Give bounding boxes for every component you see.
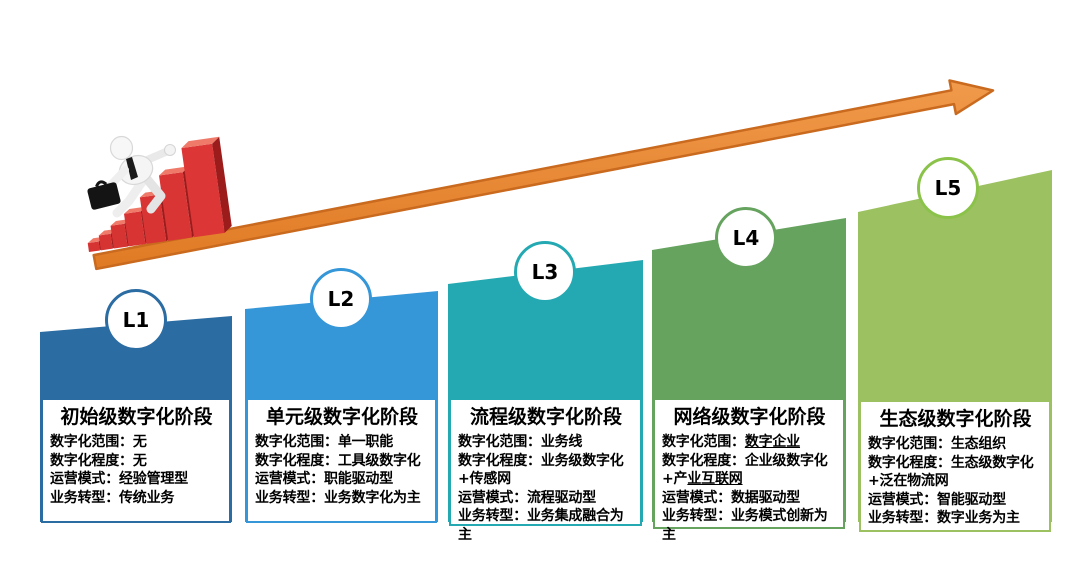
stage-l3-title: 流程级数字化阶段 [469, 406, 622, 428]
stage-l4-info-box: 网络级数字化阶段 数字化范围：数字企业 数字化程度：企业级数字化+产业互联网 运… [653, 398, 845, 543]
stage-l2-detail-scope: 数字化范围：单一职能 [255, 434, 394, 450]
stage-l3-info-box: 流程级数字化阶段 数字化范围：业务线 数字化程度：业务级数字化+传感网 运营模式… [449, 398, 642, 543]
stage-l1-level-badge: L1 [105, 289, 167, 351]
stage-l1-info-box: 初始级数字化阶段 数字化范围：无 数字化程度：无 运营模式：经验管理型 业务转型… [41, 398, 231, 523]
stage-l5-detail-transform: 业务转型：数字业务为主 [868, 510, 1020, 526]
stage-l5-detail-operation: 运营模式：智能驱动型 [868, 491, 1006, 508]
stage-l2-level-badge: L2 [310, 268, 372, 330]
stage-l2-detail-degree: 数字化程度：工具级数字化 [255, 452, 421, 469]
stage-l3-level-label: L3 [531, 260, 559, 284]
stage-l5-detail-degree: 数字化程度：生态级数字化+泛在物流网 [868, 454, 1034, 490]
stage-l1-level-label: L1 [122, 308, 150, 332]
stage-l4-level-label: L4 [732, 226, 760, 250]
stage-l3-detail-operation: 运营模式：流程驱动型 [458, 489, 596, 506]
stage-l5-detail-scope: 数字化范围：生态组织 [868, 436, 1007, 452]
stage-l5-info-box: 生态级数字化阶段 数字化范围：生态组织 数字化程度：生态级数字化+泛在物流网 运… [859, 400, 1051, 532]
stage-l4-level-badge: L4 [715, 207, 777, 269]
climbing-businessman-icon [87, 135, 176, 218]
stage-l1-detail-scope: 数字化范围：无 [50, 434, 147, 450]
stage-l4-detail-degree: 数字化程度：企业级数字化+产业互联网 [662, 452, 828, 488]
stage-l3-detail-scope: 数字化范围：业务线 [458, 434, 583, 450]
stage-l2-info-box: 单元级数字化阶段 数字化范围：单一职能 数字化程度：工具级数字化 运营模式：职能… [246, 398, 437, 523]
stage-l4-detail-operation: 运营模式：数据驱动型 [662, 489, 800, 506]
stage-l1-title: 初始级数字化阶段 [60, 406, 213, 428]
stage-l3-level-badge: L3 [514, 241, 576, 303]
stage-l5-level-label: L5 [934, 176, 962, 200]
ascending-arrow-icon [92, 79, 995, 271]
stage-l3-detail-degree: 数字化程度：业务级数字化+传感网 [458, 452, 624, 488]
red-stairs-icon [87, 136, 232, 253]
stage-l4-detail-scope: 数字化范围：数字企业 [662, 434, 801, 450]
stage-l2-detail-operation: 运营模式：职能驱动型 [255, 471, 393, 487]
stage-l2-level-label: L2 [327, 287, 355, 311]
stage-l2-title: 单元级数字化阶段 [265, 406, 418, 428]
stage-l3-detail-transform: 业务转型：业务集成融合为主 [458, 508, 624, 543]
stage-l1-detail-operation: 运营模式：经验管理型 [50, 471, 188, 487]
stage-l4-detail-transform: 业务转型：业务模式创新为主 [662, 508, 828, 543]
stage-l1-detail-transform: 业务转型：传统业务 [50, 489, 175, 506]
stage-l2-detail-transform: 业务转型：业务数字化为主 [255, 489, 421, 506]
stage-l5-title: 生态级数字化阶段 [879, 408, 1032, 430]
stage-l1-detail-degree: 数字化程度：无 [50, 452, 147, 469]
stage-l5-level-badge: L5 [917, 157, 979, 219]
stage-l4-title: 网络级数字化阶段 [673, 406, 826, 428]
